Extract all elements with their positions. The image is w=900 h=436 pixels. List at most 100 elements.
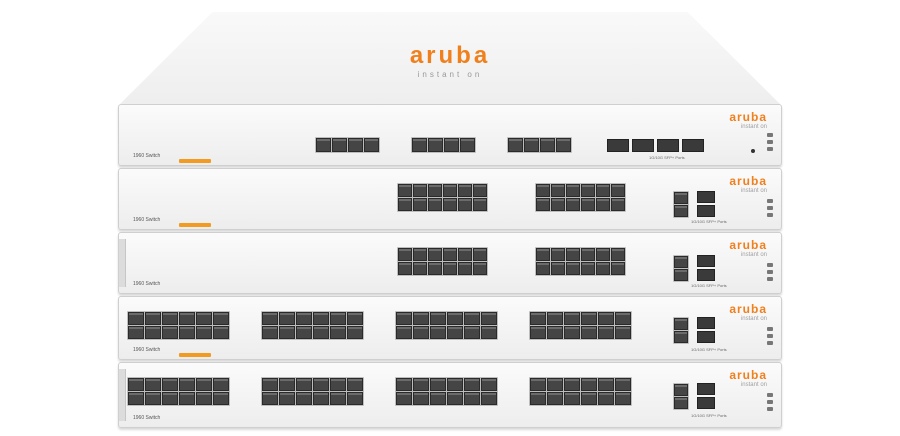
ethernet-port	[413, 326, 429, 339]
ethernet-port	[611, 184, 625, 197]
ethernet-port	[330, 378, 346, 391]
ethernet-port	[443, 248, 457, 261]
ethernet-port	[530, 326, 546, 339]
ethernet-port	[674, 205, 688, 217]
ethernet-port	[551, 184, 565, 197]
port-group-1	[127, 377, 230, 406]
ethernet-port	[447, 392, 463, 405]
ethernet-port	[611, 198, 625, 211]
ethernet-port	[128, 312, 144, 325]
ethernet-port	[481, 326, 497, 339]
ethernet-port	[179, 326, 195, 339]
ethernet-port	[262, 326, 278, 339]
lid-subtext: instant on	[417, 70, 483, 79]
ethernet-port	[447, 378, 463, 391]
ethernet-port	[213, 326, 229, 339]
switch-unit-4: 1G/10G SFP+ Ports aruba instant on 1960 …	[118, 296, 782, 360]
status-led	[767, 140, 773, 144]
lid-logo: aruba	[409, 42, 491, 69]
port-group-2	[535, 247, 626, 276]
model-label: 1960 Switch	[133, 153, 161, 159]
ethernet-port	[473, 198, 487, 211]
ethernet-port	[330, 326, 346, 339]
ethernet-port	[564, 326, 580, 339]
ethernet-port	[598, 326, 614, 339]
sfp-port	[697, 205, 715, 217]
ethernet-port	[596, 198, 610, 211]
sfp-label: 1G/10G SFP+ Ports	[691, 283, 727, 288]
ethernet-port	[473, 248, 487, 261]
status-led	[767, 206, 773, 210]
ethernet-port	[598, 392, 614, 405]
sfp-label: 1G/10G SFP+ Ports	[691, 347, 727, 352]
ethernet-port	[413, 262, 427, 275]
ethernet-port	[540, 138, 555, 152]
ethernet-port	[547, 326, 563, 339]
ethernet-port	[551, 198, 565, 211]
ethernet-port	[458, 198, 472, 211]
switch-unit-5: 1G/10G SFP+ Ports aruba instant on 1960 …	[118, 362, 782, 428]
ethernet-port	[581, 326, 597, 339]
port-group-3	[395, 377, 498, 406]
ethernet-port	[430, 312, 446, 325]
ethernet-port	[464, 392, 480, 405]
ethernet-port	[566, 198, 580, 211]
ethernet-port	[279, 392, 295, 405]
brand-logo: aruba	[729, 174, 767, 188]
ethernet-port	[196, 326, 212, 339]
ethernet-port	[213, 392, 229, 405]
top-lid: aruba instant on	[120, 12, 780, 104]
ethernet-port	[530, 392, 546, 405]
ethernet-port	[458, 248, 472, 261]
ethernet-port	[581, 262, 595, 275]
pull-tag	[179, 223, 211, 227]
sfp-ports	[607, 139, 704, 152]
ethernet-port	[179, 392, 195, 405]
ethernet-port	[332, 138, 347, 152]
switch-unit-1: 1G/10G SFP+ Ports aruba instant on 1960 …	[118, 104, 782, 166]
ethernet-port	[316, 138, 331, 152]
ethernet-port	[508, 138, 523, 152]
status-led	[767, 213, 773, 217]
ethernet-port	[473, 262, 487, 275]
status-leds	[767, 327, 773, 348]
ethernet-port	[428, 262, 442, 275]
ethernet-port	[413, 312, 429, 325]
ethernet-port	[444, 138, 459, 152]
ethernet-port	[536, 262, 550, 275]
port-group-1	[127, 311, 230, 340]
ethernet-port	[279, 378, 295, 391]
ethernet-port	[547, 392, 563, 405]
ethernet-port	[296, 326, 312, 339]
ethernet-port	[348, 138, 363, 152]
ethernet-port	[313, 312, 329, 325]
port-group-2	[535, 183, 626, 212]
ethernet-port	[347, 312, 363, 325]
sfp-port	[697, 255, 715, 267]
ethernet-port	[564, 392, 580, 405]
ethernet-port	[536, 198, 550, 211]
ethernet-port	[443, 184, 457, 197]
status-led	[767, 400, 773, 404]
ethernet-port	[596, 184, 610, 197]
ethernet-port	[262, 378, 278, 391]
ethernet-port	[611, 262, 625, 275]
port-group-1	[315, 137, 380, 153]
ethernet-port	[598, 312, 614, 325]
status-led	[767, 147, 773, 151]
ethernet-port	[330, 312, 346, 325]
status-leds	[767, 199, 773, 220]
ethernet-port	[412, 138, 427, 152]
status-led	[767, 263, 773, 267]
sfp-port	[682, 139, 704, 152]
ethernet-port	[530, 378, 546, 391]
unit-brand: aruba instant on	[729, 111, 767, 131]
sfp-label: 1G/10G SFP+ Ports	[649, 155, 685, 160]
power-button	[751, 149, 755, 153]
ethernet-port	[179, 378, 195, 391]
ethernet-port	[413, 198, 427, 211]
brand-subtext: instant on	[740, 252, 767, 258]
port-group-3	[507, 137, 572, 153]
ethernet-port	[615, 392, 631, 405]
